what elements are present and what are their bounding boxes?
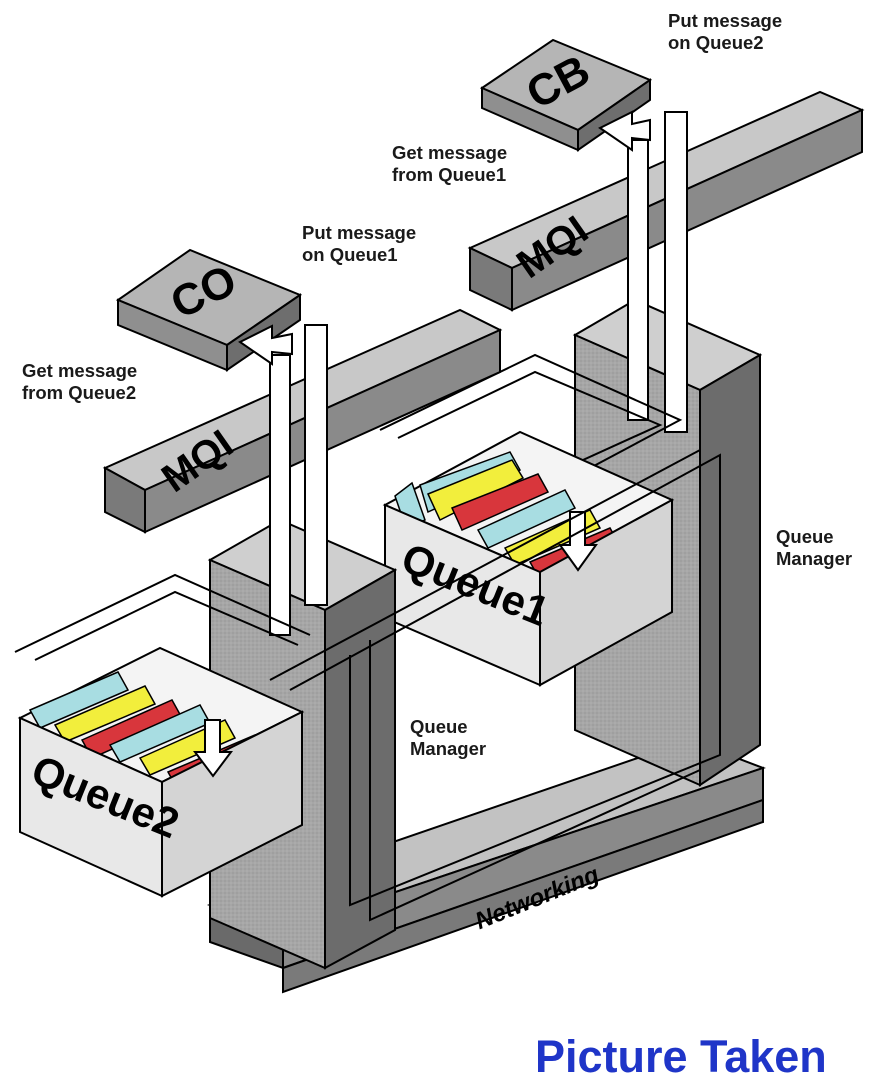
left-message-pipes: [238, 324, 328, 636]
right-queue-manager-label: Queue Manager: [776, 526, 852, 570]
annotation-line: Queue: [776, 526, 834, 547]
get-from-queue2-annotation: Get message from Queue2: [22, 360, 137, 404]
queue2-box: [17, 646, 305, 898]
annotation-line: Get message: [392, 142, 508, 163]
footer-caption: Picture Taken: [535, 1031, 827, 1082]
annotation-line: on Queue2: [668, 32, 764, 53]
cb-app-box: [479, 38, 653, 152]
left-loop-outline: [14, 573, 311, 661]
annotation-line: Put message: [302, 222, 417, 243]
right-message-pipes: [598, 110, 688, 433]
annotation-line: Manager: [410, 738, 487, 759]
annotation-line: Queue: [410, 716, 468, 737]
annotation-line: on Queue1: [302, 244, 398, 265]
get-from-queue1-annotation: Get message from Queue1: [392, 142, 507, 186]
put-on-queue2-annotation: Put message on Queue2: [668, 10, 782, 54]
annotation-line: from Queue2: [22, 382, 137, 403]
annotation-line: Manager: [776, 548, 853, 569]
network-connection-pipes: [269, 448, 721, 922]
annotation-line: from Queue1: [392, 164, 507, 185]
co-app-box: [115, 248, 303, 372]
left-queue-manager-label: Queue Manager: [410, 716, 486, 760]
annotation-line: Put message: [668, 10, 783, 31]
right-loop-outline: [379, 353, 683, 501]
put-on-queue1-annotation: Put message on Queue1: [302, 222, 416, 266]
annotation-line: Get message: [22, 360, 138, 381]
